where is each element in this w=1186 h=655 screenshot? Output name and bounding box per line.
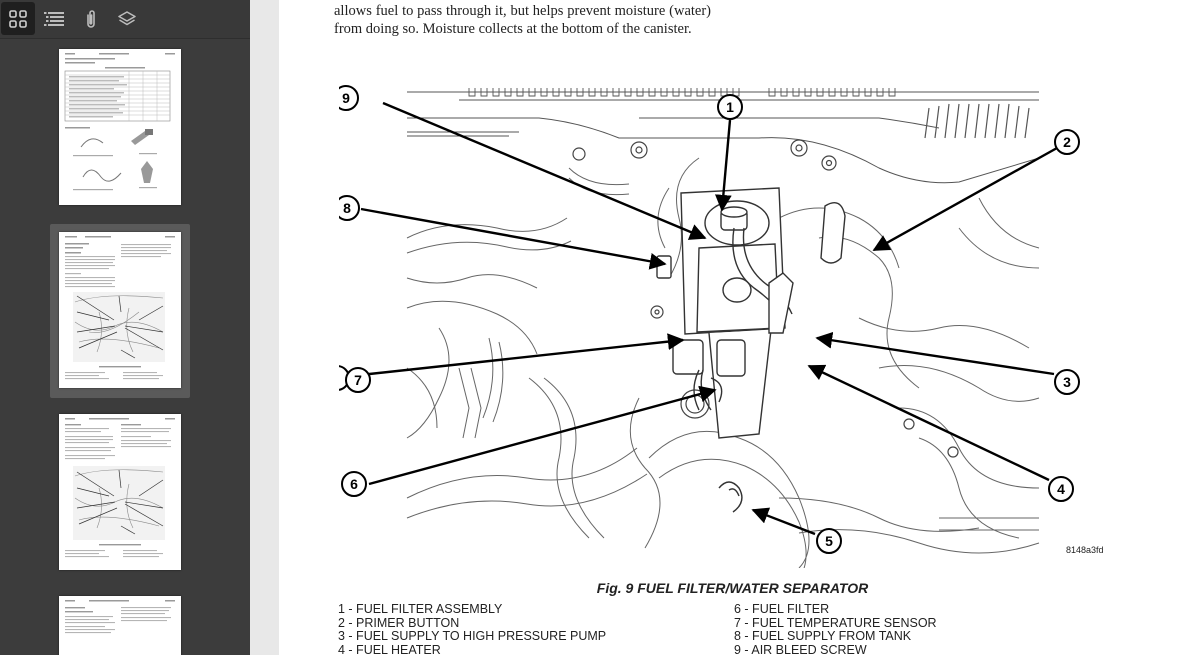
viewer-gutter [250,0,279,655]
fuel-filter-illustration: 1 2 3 4 5 6 [339,85,1080,568]
figure-code: 8148a3fd [1066,545,1104,555]
svg-text:9: 9 [342,90,350,106]
svg-text:1: 1 [726,99,734,115]
callout-8: 8 [339,195,360,221]
cowl-ribs [468,88,896,97]
cowl-panel [407,91,1040,184]
layers-icon [118,10,136,25]
page-thumbnail-3[interactable] [59,414,181,570]
legend-item: 4 - FUEL HEATER [338,642,441,655]
legend-item: 6 - FUEL FILTER [734,602,830,616]
outline-icon [44,11,64,26]
legend-item: 1 - FUEL FILTER ASSEMBLY [338,602,503,616]
legend-item: 7 - FUEL TEMPERATURE SENSOR [734,615,937,630]
legend-left: 1 - FUEL FILTER ASSEMBLY 2 - PRIMER BUTT… [338,602,607,655]
legend-item: 2 - PRIMER BUTTON [338,615,460,630]
svg-text:6: 6 [350,476,358,492]
svg-text:8: 8 [343,200,351,216]
vent-slots [924,103,1030,139]
svg-text:7: 7 [354,372,362,388]
legend-item: 9 - AIR BLEED SCREW [734,642,867,655]
callout-7-badge: 7 [345,367,371,393]
callout-circles: 1 2 3 4 5 6 [339,85,1080,554]
page-thumbnail-1[interactable] [59,49,181,205]
callout-6: 6 [341,471,367,497]
sidebar-toolbar [0,0,250,39]
outline-button[interactable] [37,2,71,35]
callout-1: 1 [717,94,743,120]
hose-clamp [718,481,743,513]
layers-button[interactable] [110,2,144,35]
thumbnail-list [0,39,250,655]
callout-5: 5 [816,528,842,554]
thumbnails-button[interactable] [1,2,35,35]
legend-item: 3 - FUEL SUPPLY TO HIGH PRESSURE PUMP [338,629,607,643]
body-paragraph: allows fuel to pass through it, but help… [334,3,711,37]
callout-9: 9 [339,85,359,111]
page-thumbnail-2[interactable] [59,232,181,388]
legend-right: 6 - FUEL FILTER 7 - FUEL TEMPERATURE SEN… [734,602,937,655]
attachments-icon [87,9,95,28]
thumbnail-sidebar [0,0,250,655]
thumbnails-icon [9,9,27,28]
fuel-filter-assembly [656,187,846,439]
svg-text:5: 5 [825,533,833,549]
callout-3: 3 [1054,369,1080,395]
page-thumbnail-4[interactable] [59,596,181,655]
callout-4: 4 [1048,476,1074,502]
document-page: allows fuel to pass through it, but help… [279,0,1186,655]
svg-text:3: 3 [1063,374,1071,390]
svg-text:4: 4 [1057,481,1065,497]
leader-lines [350,101,1058,536]
legend-item: 8 - FUEL SUPPLY FROM TANK [734,629,912,643]
callout-2: 2 [1054,129,1080,155]
svg-text:2: 2 [1063,134,1071,150]
figure-caption: Fig. 9 FUEL FILTER/WATER SEPARATOR [596,580,869,596]
attachments-button[interactable] [74,2,108,35]
